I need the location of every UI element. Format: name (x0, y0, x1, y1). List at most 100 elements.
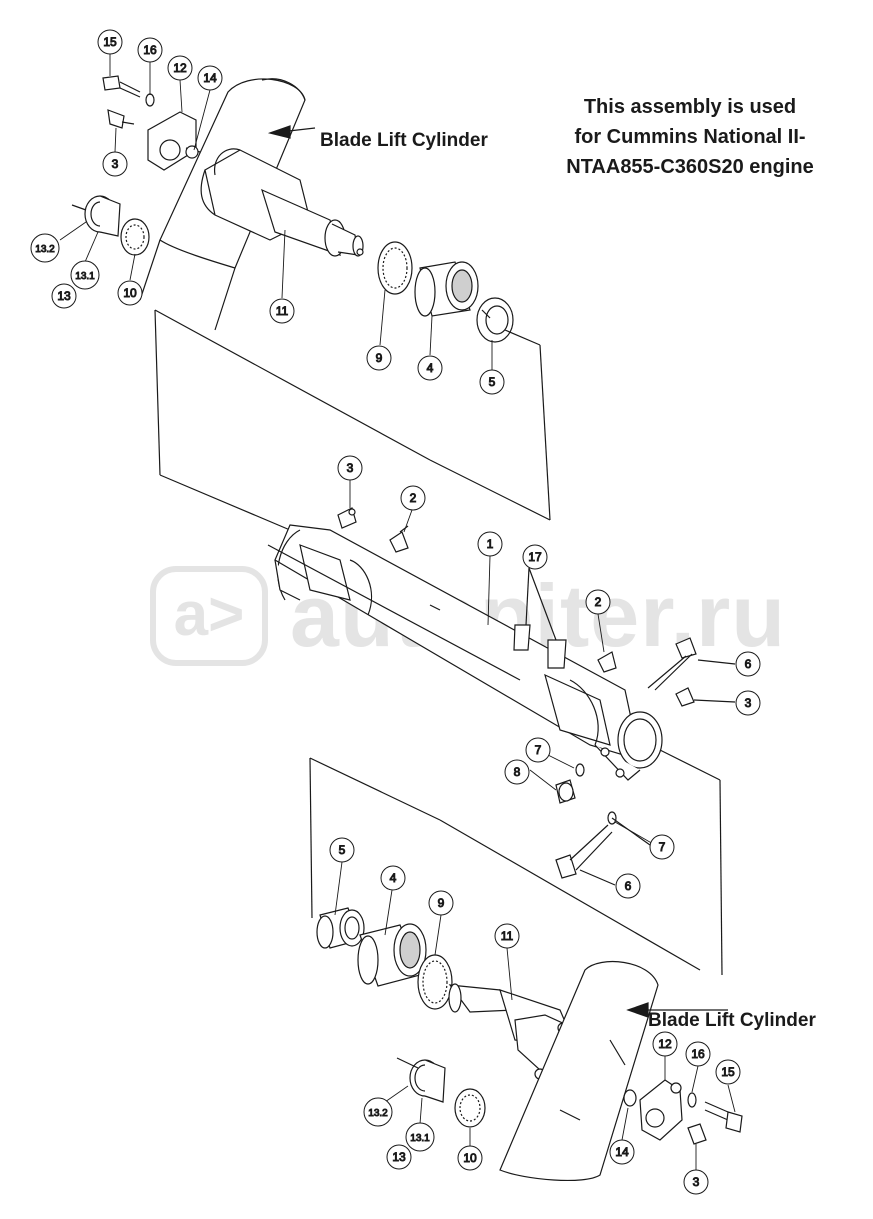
svg-text:13.2: 13.2 (35, 244, 55, 255)
svg-text:12: 12 (658, 1037, 672, 1051)
svg-text:6: 6 (625, 879, 632, 893)
center-tube-1 (267, 524, 663, 781)
leader-lines (59, 54, 736, 1170)
svg-text:2: 2 (595, 595, 602, 609)
callout: 14 (197, 65, 223, 91)
bottom-cap-12 (639, 1079, 683, 1141)
callout: 4 (417, 355, 443, 381)
svg-text:5: 5 (339, 843, 346, 857)
top-label-arrow (267, 125, 316, 139)
svg-text:8: 8 (514, 765, 521, 779)
svg-text:2: 2 (410, 491, 417, 505)
svg-text:1: 1 (487, 537, 494, 551)
svg-text:11: 11 (501, 929, 514, 943)
nut-8 (555, 779, 576, 804)
callout: 10 (457, 1145, 483, 1171)
callout: 13.2 (30, 233, 60, 263)
bottom-bushing-13 (396, 1057, 446, 1103)
svg-text:3: 3 (693, 1175, 700, 1189)
bottom-frame-lines (309, 749, 723, 976)
callout: 1 (477, 531, 503, 557)
svg-text:13: 13 (392, 1150, 406, 1164)
top-ring-10 (120, 218, 150, 256)
callout: 5 (479, 369, 505, 395)
bottom-ring-10 (454, 1088, 486, 1128)
watermark-badge: a> (150, 566, 268, 666)
top-bushing-13 (71, 195, 121, 237)
top-blade-lift-cylinder-label: Blade Lift Cylinder (320, 130, 488, 151)
callout: 13.2 (363, 1097, 393, 1127)
note-line-2: for Cummins National II- (574, 126, 806, 148)
svg-text:3: 3 (347, 461, 354, 475)
bottom-label-arrow (626, 1002, 728, 1018)
top-washer-16 (145, 93, 155, 107)
bottom-cylinder-body (499, 961, 659, 1182)
callout: 12 (652, 1031, 678, 1057)
callout: 2 (400, 485, 426, 511)
top-bushing-4 (414, 261, 479, 317)
callout: 7 (649, 834, 675, 860)
bottom-bolt-15 (704, 1101, 743, 1133)
top-trunnion-shaft (200, 148, 364, 257)
callout: 13 (386, 1144, 412, 1170)
center-grease-fitting-3 (337, 507, 357, 529)
callout: 13 (51, 283, 77, 309)
callout: 11 (494, 923, 520, 949)
svg-text:6: 6 (745, 657, 752, 671)
callout: 16 (685, 1041, 711, 1067)
callout: 11 (269, 298, 295, 324)
callout: 13.1 (70, 260, 100, 290)
bottom-blade-lift-cylinder-label: Blade Lift Cylinder (648, 1010, 816, 1031)
callout: 3 (735, 690, 761, 716)
right-fitting-2 (597, 651, 617, 673)
brackets-17 (513, 567, 567, 669)
top-frame-lines (154, 309, 551, 531)
svg-text:14: 14 (203, 71, 217, 85)
svg-text:10: 10 (463, 1151, 477, 1165)
callout: 3 (683, 1169, 709, 1195)
top-cap-12 (147, 111, 201, 171)
svg-text:3: 3 (112, 157, 119, 171)
top-seal-5 (476, 297, 514, 343)
bolt-6-lower (555, 811, 651, 886)
svg-text:15: 15 (103, 35, 117, 49)
svg-text:5: 5 (489, 375, 496, 389)
callout: 3 (337, 455, 363, 481)
callout: 16 (137, 37, 163, 63)
bottom-grease-fitting-3 (687, 1123, 707, 1145)
svg-text:7: 7 (535, 743, 542, 757)
svg-text:9: 9 (376, 351, 383, 365)
assembly-note: This assembly is used for Cummins Nation… (540, 92, 840, 182)
callouts: 15 16 12 14 3 13.2 13.1 13 10 11 9 4 5 3… (30, 29, 761, 1195)
svg-text:14: 14 (615, 1145, 629, 1159)
callout: 2 (585, 589, 611, 615)
note-line-3: NTAA855-C360S20 engine (566, 156, 814, 178)
bottom-pin-14 (623, 1089, 637, 1107)
bottom-bushing-4 (357, 923, 427, 987)
top-bolt-15 (102, 75, 141, 98)
top-grease-fitting-3 (107, 109, 135, 129)
washer-7 (575, 763, 585, 777)
callout: 15 (97, 29, 123, 55)
svg-text:15: 15 (721, 1065, 735, 1079)
callout: 9 (428, 890, 454, 916)
right-grease-fitting-3 (675, 687, 736, 707)
top-ring-9 (377, 241, 413, 295)
bottom-washer-16 (687, 1092, 697, 1108)
svg-text:9: 9 (438, 896, 445, 910)
callout: 10 (117, 280, 143, 306)
callout: 6 (615, 873, 641, 899)
svg-text:13.2: 13.2 (368, 1108, 388, 1119)
callout: 6 (735, 651, 761, 677)
note-line-1: This assembly is used (583, 96, 797, 118)
svg-text:17: 17 (528, 550, 542, 564)
svg-text:12: 12 (173, 61, 187, 75)
svg-text:13.1: 13.1 (75, 271, 95, 282)
callout: 14 (609, 1139, 635, 1165)
callout: 5 (329, 837, 355, 863)
svg-text:7: 7 (659, 840, 666, 854)
callout: 15 (715, 1059, 741, 1085)
callout: 7 (525, 737, 551, 763)
